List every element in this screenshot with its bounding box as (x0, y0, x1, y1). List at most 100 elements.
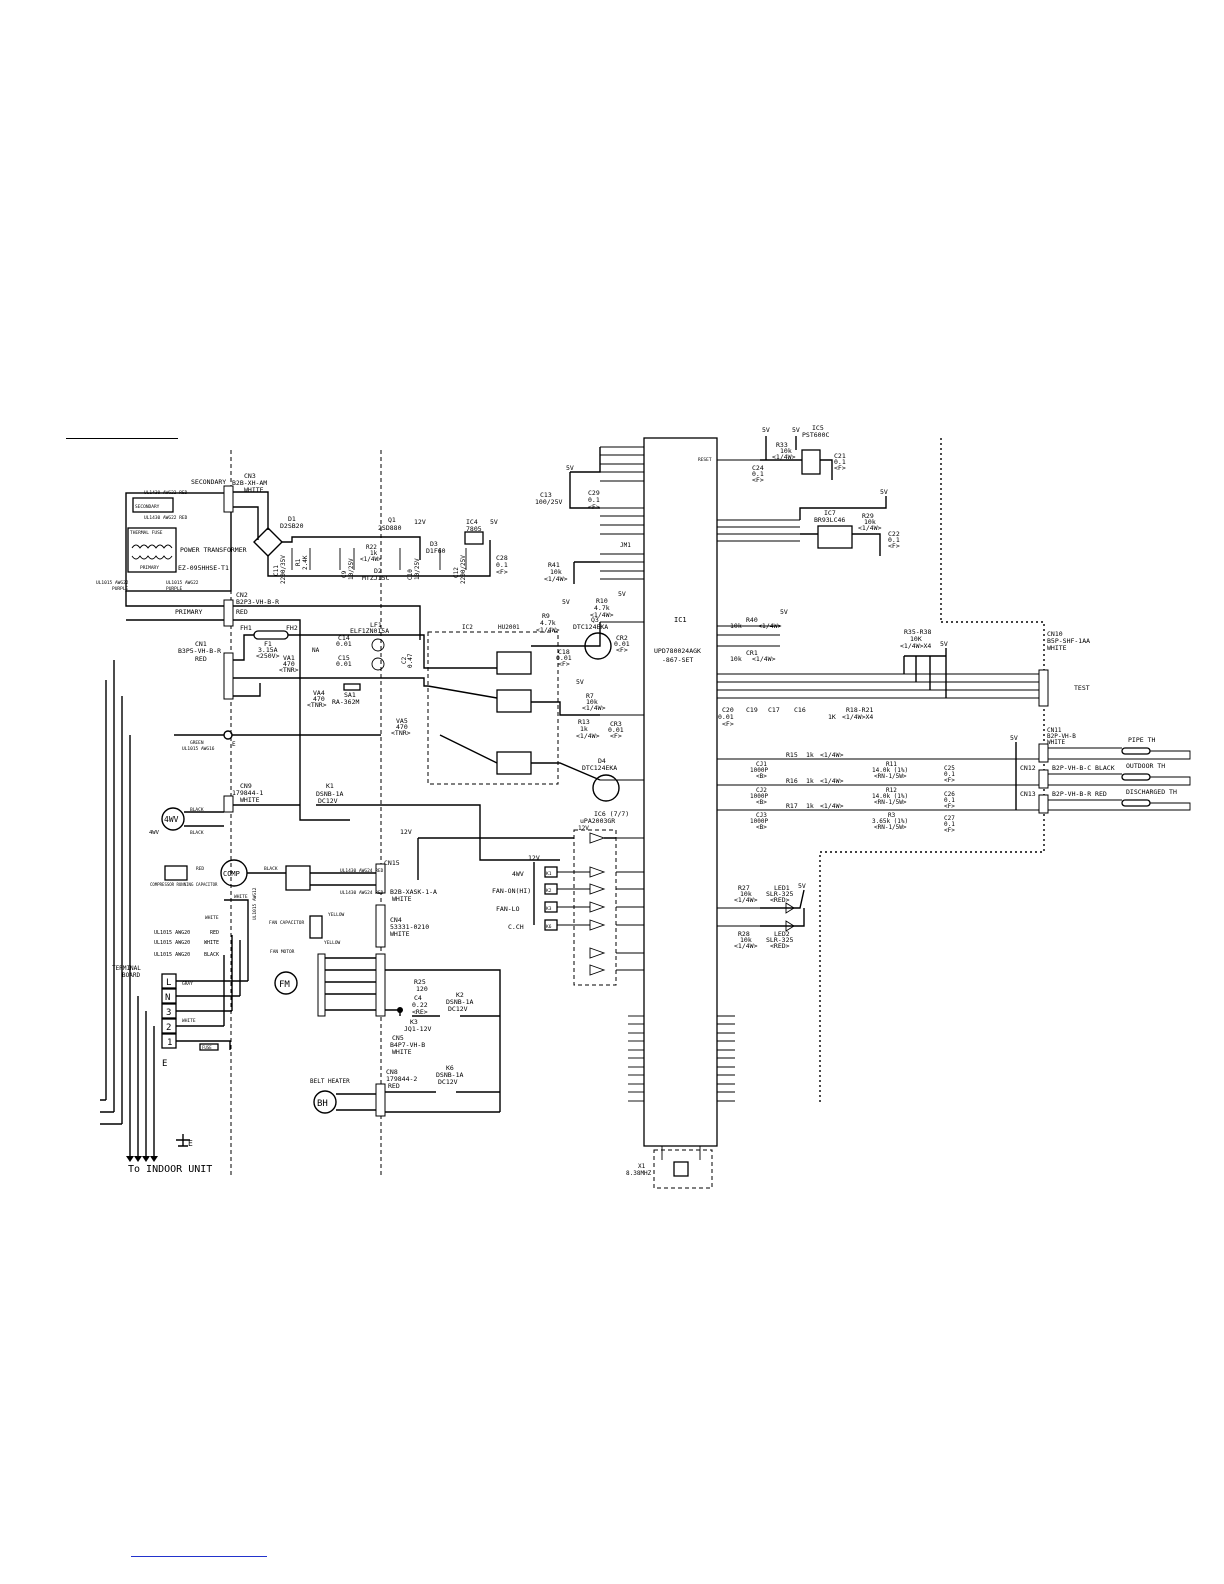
cn5-type: B4P7-VH-B (390, 1041, 425, 1049)
d2-part: MTZJ15C (362, 574, 389, 582)
wire-label: WHITE (182, 1018, 196, 1024)
x1-crystal (673, 1161, 689, 1177)
cn8-label: CN8 (386, 1068, 398, 1076)
q1-label: Q1 (388, 516, 396, 524)
ic1-pins-left (600, 446, 644, 1102)
r12-rating: <RN-1/5W> (874, 799, 907, 806)
cn5-label: CN5 (392, 1034, 404, 1042)
voltage-12v: 12V (578, 825, 589, 832)
q3-label: Q3 (591, 616, 599, 624)
voltage-5v: 5V (618, 590, 626, 598)
led1-label: LED1 (774, 884, 790, 892)
r18-value: 1K (828, 713, 836, 721)
fh1-label: FH1 (240, 624, 252, 632)
cn12-type: B2P-VH-B-C BLACK (1052, 764, 1115, 772)
ic6-outline (573, 829, 617, 986)
r29-value: 10k (864, 518, 876, 526)
ground-symbol (176, 1134, 190, 1147)
terminal-board-label: TERMINAL (112, 965, 141, 972)
ic7-eeprom (817, 525, 853, 549)
c29-label: C29 (588, 489, 600, 497)
c10-value: 10/25V (414, 558, 421, 580)
cn12-label: CN12 (1020, 764, 1036, 772)
c21-value: 0.1 (834, 458, 846, 466)
wire-label: GREEN (190, 740, 204, 746)
cj1-label: CJ1 (756, 761, 767, 768)
wire (385, 1091, 500, 1113)
wire-bundle (105, 660, 131, 1140)
cn4-color: WHITE (390, 930, 410, 938)
belt-heater-symbol: BH (317, 1099, 328, 1109)
ic7-part: BR93LC46 (814, 516, 845, 524)
r35-rating: <1/4W>X4 (900, 642, 931, 650)
4wv-side-label: 4WV (149, 830, 160, 836)
ic4-regulator (464, 531, 484, 545)
cn11-type: B2P-VH-B (1047, 733, 1076, 740)
wire (427, 622, 601, 764)
r22-value: 1k (370, 550, 378, 557)
va4-type: <TNR> (307, 701, 327, 709)
wire-label: RED (196, 866, 204, 872)
wire-label: UL1430 AWG24 RED (340, 868, 384, 874)
c18-type: <F> (558, 660, 570, 668)
wire-label: UL1015 AWG22 (166, 580, 199, 586)
line-filter-coil (371, 657, 385, 671)
r13-label: R13 (578, 718, 590, 726)
ic6-buffers (589, 832, 606, 976)
ic5-part: PST600C (802, 431, 829, 439)
wire-label: WHITE (204, 940, 219, 946)
coil-k3: K3 (546, 906, 552, 912)
wire-label: WHITE (205, 915, 219, 921)
fan-capacitor-label: FAN CAPACITOR (269, 920, 305, 926)
r22-label: R22 (366, 544, 377, 551)
earth-terminal (223, 730, 233, 740)
c9-value: 10/25V (348, 558, 355, 580)
va5-value: 470 (396, 723, 408, 731)
r10-value: 4.7k (594, 604, 610, 612)
coil-k2: K2 (546, 888, 552, 894)
cj3-label: CJ3 (756, 812, 767, 819)
ic5-reset-ic (801, 449, 821, 475)
r33-value: 10k (780, 447, 792, 455)
terminal-n: N (165, 993, 170, 1003)
cn11-color: WHITE (1047, 739, 1065, 746)
c24-value: 0.1 (752, 470, 764, 478)
compressor-cap-label: COMPRESSOR RUNNING CAPACITOR (150, 882, 218, 887)
cn9-color: WHITE (240, 796, 260, 804)
k3-label: K3 (410, 1018, 418, 1026)
photocoupler-1 (496, 651, 532, 675)
c20-type: <F> (722, 720, 734, 728)
coil-k6: K6 (546, 924, 552, 930)
cr1-value: 10k (730, 655, 742, 663)
x1-outline (653, 1149, 713, 1189)
wire-label: PURPLE (166, 586, 183, 592)
c21-label: C21 (834, 452, 846, 460)
power-transformer-label: POWER TRANSFORMER (180, 546, 247, 554)
terminal-board-label2: BOARD (122, 972, 140, 979)
wire (903, 648, 947, 698)
r27-value: 10k (740, 890, 752, 898)
4wv-valve-coil (161, 807, 185, 831)
r40-value: 10k (730, 622, 742, 630)
ground-e-label: E (188, 1139, 193, 1148)
voltage-5v: 5V (798, 882, 806, 890)
c26-label: C26 (944, 791, 955, 798)
r27-rating: <1/4W> (734, 896, 758, 904)
line-filter-coil (371, 638, 385, 652)
c11-label: C11 (273, 565, 280, 576)
terminal-2: 2 (166, 1023, 171, 1033)
wire (569, 447, 601, 509)
k2-label: K2 (456, 991, 464, 999)
cn8-type: 179844-2 (386, 1075, 417, 1083)
ic6-part: uPA2003GR (580, 817, 615, 825)
c17-label: C17 (768, 706, 780, 714)
c12-label: C12 (453, 567, 460, 578)
r15-label: R15 (786, 751, 798, 759)
cn3-label: CN3 (244, 472, 256, 480)
jm1-label: JM1 (620, 542, 631, 549)
compressor-label: COMP (223, 870, 240, 878)
primary-box-label: PRIMARY (140, 565, 159, 571)
c24-label: C24 (752, 464, 764, 472)
d2-label: D2 (374, 567, 382, 575)
